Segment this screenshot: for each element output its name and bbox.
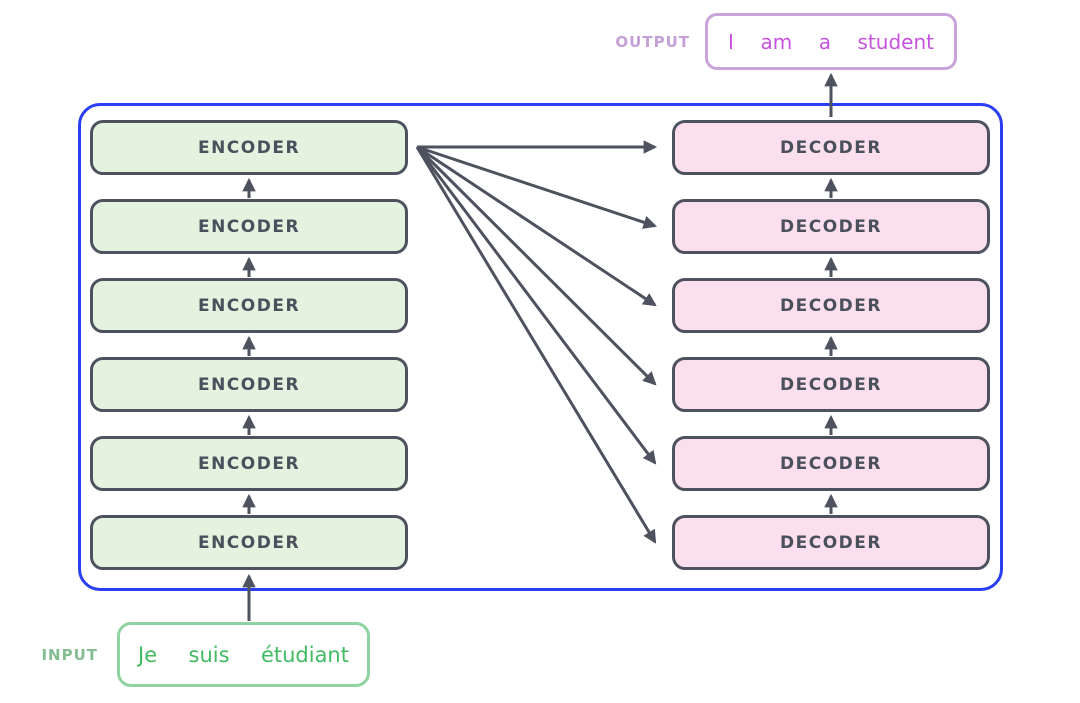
decoder-block-label: DECODER (780, 453, 882, 474)
output-word: I (728, 29, 734, 54)
encoder-block-label: ENCODER (197, 137, 301, 158)
encoder-block-2: ENCODER (90, 199, 408, 254)
input-label: INPUT (41, 646, 98, 664)
input-word: suis (188, 642, 230, 667)
encoder-block-label: ENCODER (197, 374, 301, 395)
decoder-block-2: DECODER (672, 199, 990, 254)
decoder-block-label: DECODER (780, 532, 882, 553)
decoder-stack: DECODER DECODER DECODER DECODER DECODER … (672, 120, 990, 570)
encoder-block-label: ENCODER (197, 216, 301, 237)
output-label: OUTPUT (615, 33, 690, 51)
input-sentence-box: Je suis étudiant (117, 622, 370, 687)
input-word: Je (138, 642, 158, 667)
encoder-block-1: ENCODER (90, 120, 408, 175)
encoder-block-label: ENCODER (197, 295, 301, 316)
output-word: am (760, 29, 793, 54)
decoder-block-6: DECODER (672, 515, 990, 570)
output-word: a (818, 29, 831, 54)
encoder-stack: ENCODER ENCODER ENCODER ENCODER ENCODER … (90, 120, 408, 570)
output-word: student (857, 29, 934, 54)
decoder-block-label: DECODER (780, 374, 882, 395)
encoder-block-label: ENCODER (197, 453, 301, 474)
decoder-block-label: DECODER (780, 295, 882, 316)
decoder-block-1: DECODER (672, 120, 990, 175)
input-word: étudiant (260, 642, 349, 667)
decoder-block-label: DECODER (780, 137, 882, 158)
encoder-block-6: ENCODER (90, 515, 408, 570)
output-sentence-box: I am a student (705, 13, 957, 70)
encoder-block-4: ENCODER (90, 357, 408, 412)
decoder-block-5: DECODER (672, 436, 990, 491)
encoder-block-5: ENCODER (90, 436, 408, 491)
transformer-outer-frame (78, 103, 1003, 591)
decoder-block-4: DECODER (672, 357, 990, 412)
encoder-block-label: ENCODER (197, 532, 301, 553)
decoder-block-label: DECODER (780, 216, 882, 237)
decoder-block-3: DECODER (672, 278, 990, 333)
encoder-block-3: ENCODER (90, 278, 408, 333)
